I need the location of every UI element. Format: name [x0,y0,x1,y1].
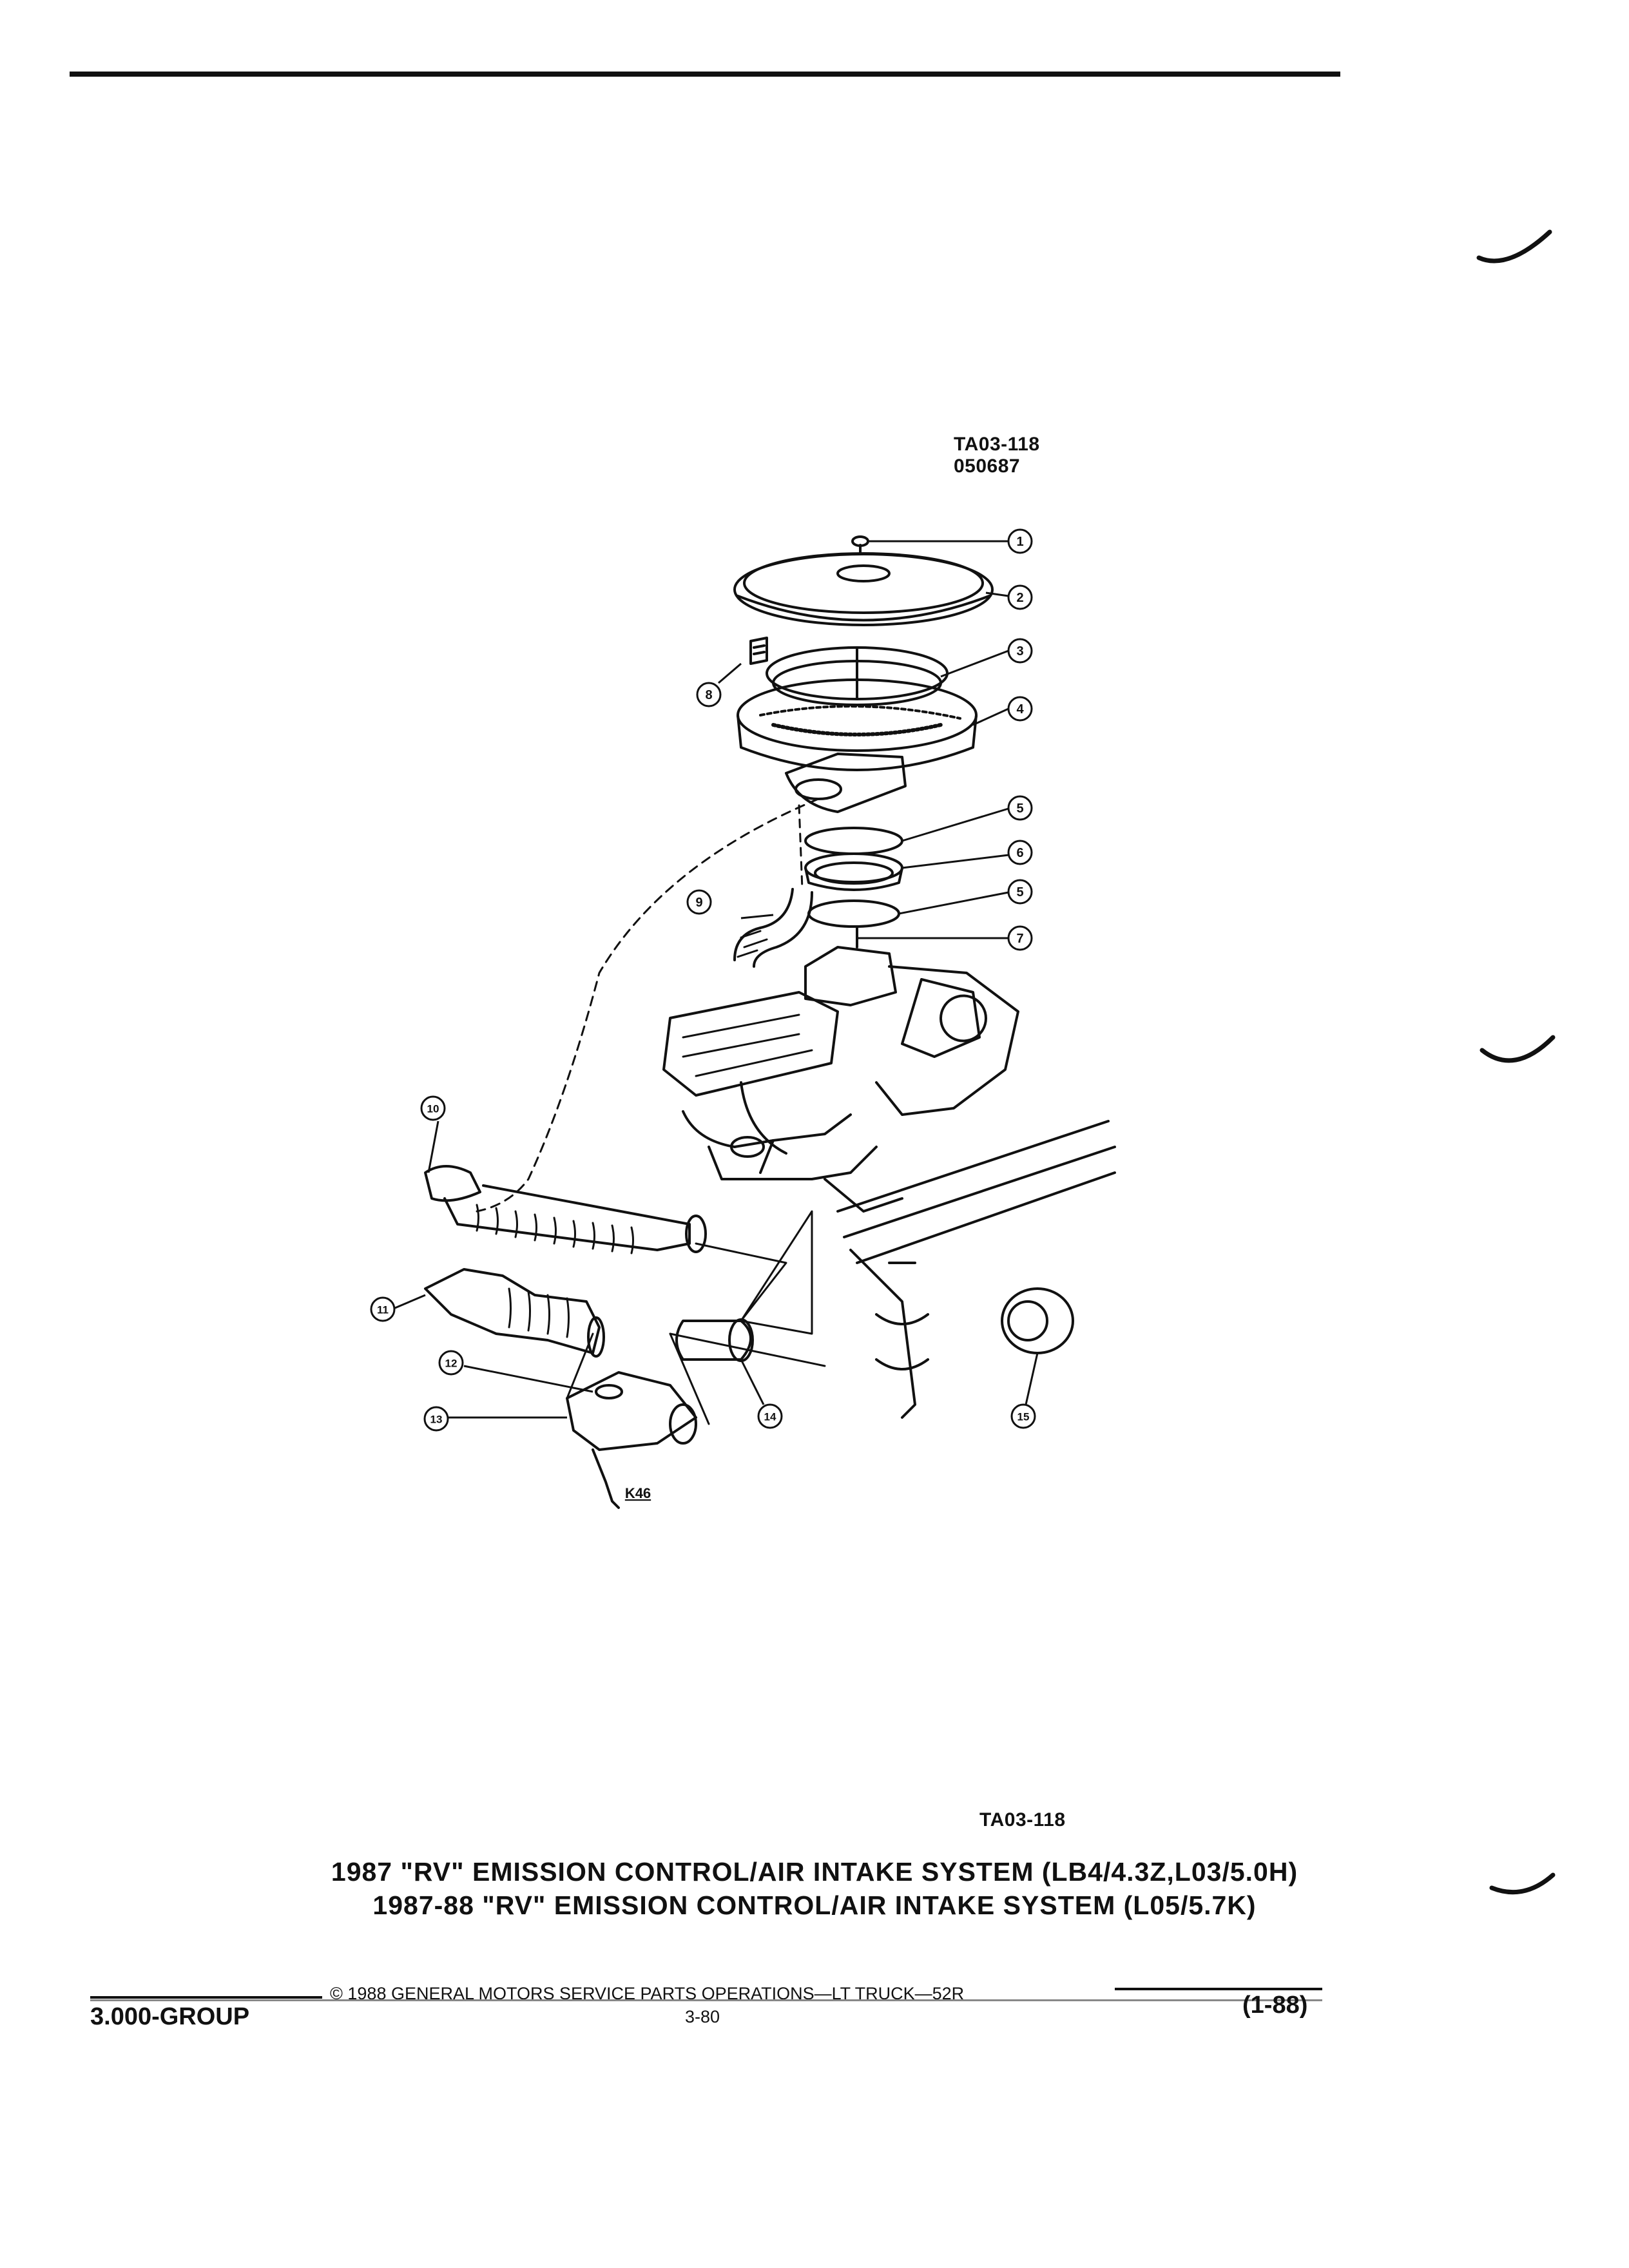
callout-7-circle [1007,925,1033,951]
air-cleaner-cover-part [733,552,994,626]
engine-block-part [662,946,1019,1213]
callout-11-circle [370,1296,396,1322]
air-cleaner-housing-part [737,678,978,771]
heat-stove-pipe-part [675,1318,754,1362]
pcv-hose-part [733,888,813,968]
vacuum-motor-part [566,1371,697,1509]
callout-15-circle [1010,1403,1036,1429]
snorkel-part [785,753,907,813]
callout-7: 7 [1016,932,1023,946]
callout-6: 6 [1016,846,1023,860]
gasket-upper-part [804,827,903,855]
callout-12: 12 [445,1358,458,1370]
callout-14-circle [757,1403,783,1429]
callout-2: 2 [1016,591,1023,605]
footer-group: 3.000-GROUP [90,2003,250,2030]
callout-1: 1 [1016,535,1023,549]
clip-part [749,637,768,665]
callout-6-circle [1007,840,1033,865]
margin-mark-2 [1480,1035,1556,1063]
margin-marks [1476,229,1556,1895]
footer-rule-left [90,1996,322,1999]
callout-1-circle [1007,528,1033,554]
drawing-code-bottom: TA03-118 [979,1809,1066,1831]
gasket-lower-part [807,899,900,928]
cap-part [1001,1287,1074,1354]
callout-5a-circle [1007,795,1033,821]
callout-5a: 5 [1016,802,1023,816]
callout-3: 3 [1016,644,1023,658]
callout-10: 10 [427,1103,439,1115]
frame-rail-part [836,1120,1116,1419]
margin-mark-1 [1476,229,1552,264]
exploded-parts-diagram: 1 2 3 4 5 6 5 7 8 9 10 11 12 13 14 15 K4… [370,528,1116,1509]
spacer-part [804,852,903,891]
callout-15: 15 [1017,1411,1030,1423]
footer-rule-underline [90,1999,1322,2001]
wing-nut-part [851,535,869,555]
caption-line-2: 1987-88 "RV" EMISSION CONTROL/AIR INTAKE… [372,1890,1257,1920]
filter-element-part [766,646,949,706]
callout-4-circle [1007,696,1033,722]
footer-revision: (1-88) [1242,1992,1308,2019]
callout-5b: 5 [1016,885,1023,899]
callout-13: 13 [430,1414,443,1426]
callout-9-circle [686,889,712,915]
callout-8-circle [696,682,722,707]
top-rule [70,72,1340,77]
margin-mark-3 [1489,1872,1556,1895]
callout-2-circle [1007,584,1033,610]
callout-11: 11 [377,1304,389,1316]
view-label: K46 [625,1485,651,1501]
callout-12-circle [438,1350,464,1376]
callout-5b-circle [1007,879,1033,905]
callout-9: 9 [695,896,702,910]
callout-4: 4 [1016,702,1024,716]
callout-8: 8 [705,688,712,702]
callout-10-circle [420,1095,446,1121]
callout-13-circle [423,1406,449,1432]
callout-3-circle [1007,638,1033,664]
hot-air-hose-part [424,1268,605,1358]
footer-page-number: 3-80 [685,2007,720,2026]
caption-line-1: 1987 "RV" EMISSION CONTROL/AIR INTAKE SY… [331,1857,1298,1887]
fresh-air-duct-part [424,1165,707,1254]
drawing-code-top: TA03-118 050687 [954,434,1040,477]
drawing-code-line1: TA03-118 [954,434,1040,455]
drawing-code-line2: 050687 [954,456,1021,477]
callout-14: 14 [764,1411,776,1423]
footer-rule-right [1115,1988,1322,1990]
